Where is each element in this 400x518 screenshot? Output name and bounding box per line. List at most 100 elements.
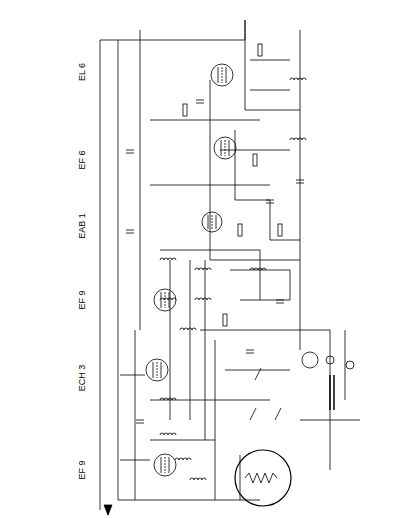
valve-envelope xyxy=(146,359,168,381)
wire xyxy=(250,90,290,91)
coil-symbol xyxy=(180,328,196,330)
resistor-symbol xyxy=(253,154,257,166)
wire xyxy=(245,20,300,110)
wire xyxy=(210,80,300,260)
wire xyxy=(120,375,145,376)
valve-electrode xyxy=(165,292,166,308)
dial-lamp xyxy=(346,361,354,369)
wire xyxy=(140,30,141,330)
resistor-symbol xyxy=(223,314,227,326)
wire xyxy=(100,20,245,40)
valve-electrode xyxy=(169,292,170,308)
wire xyxy=(190,260,191,420)
dial-lamp xyxy=(326,356,334,364)
valve-type-label: EF 9 xyxy=(77,289,87,310)
transformer-core xyxy=(329,375,331,410)
capacitor-plate xyxy=(246,350,254,351)
wire xyxy=(250,60,290,61)
coil-symbol xyxy=(195,298,211,300)
coil-symbol xyxy=(190,478,206,480)
capacitor-plate xyxy=(296,180,304,181)
wire xyxy=(230,270,290,300)
capacitor-plate xyxy=(126,153,134,154)
coil-symbol xyxy=(160,398,176,400)
valve-electrode xyxy=(218,67,219,83)
transformer-core xyxy=(333,375,335,410)
valve-envelope xyxy=(154,454,176,476)
wire xyxy=(150,440,215,441)
switch-blade xyxy=(255,368,261,380)
wire xyxy=(170,260,171,420)
valve-electrode xyxy=(212,215,213,229)
speaker-coil xyxy=(245,473,277,483)
wire xyxy=(345,330,346,400)
capacitor-plate xyxy=(266,203,274,204)
valve-type-label: EF 6 xyxy=(77,149,87,170)
wire xyxy=(205,260,206,440)
coil-symbol xyxy=(250,268,266,270)
valve-electrode xyxy=(161,362,162,378)
valve-type-label: ECH 3 xyxy=(77,364,87,393)
coil-symbol xyxy=(290,78,306,80)
capacitor-plate xyxy=(276,300,284,301)
capacitor-plate xyxy=(126,233,134,234)
valve-electrode xyxy=(161,457,162,473)
capacitor-plate xyxy=(196,103,204,104)
speaker-symbol xyxy=(235,450,291,506)
valve-electrode xyxy=(161,292,162,308)
capacitor-plate xyxy=(126,150,134,151)
resistor-symbol xyxy=(258,44,262,56)
valve-electrode xyxy=(225,140,226,156)
valve-electrode xyxy=(226,67,227,83)
valve-envelope xyxy=(214,137,236,159)
capacitor-plate xyxy=(136,423,144,424)
wire xyxy=(150,120,260,121)
coil-symbol xyxy=(290,138,306,140)
wire xyxy=(220,150,290,151)
valve-electrode xyxy=(208,215,209,229)
wiring xyxy=(100,20,360,515)
coil-symbol xyxy=(195,268,211,270)
wire xyxy=(215,340,216,500)
resistor-symbol xyxy=(278,224,282,236)
wire xyxy=(225,370,290,371)
coil-symbol xyxy=(160,258,176,260)
wire xyxy=(160,250,260,300)
coil-symbol xyxy=(175,458,191,460)
switch-blade xyxy=(250,408,256,420)
wire xyxy=(150,185,270,186)
wire xyxy=(118,500,260,501)
valve-type-label: EAB 1 xyxy=(77,212,87,240)
wire xyxy=(300,30,301,260)
valve-electrode xyxy=(216,215,217,229)
valve-electrode xyxy=(222,67,223,83)
valve-electrode xyxy=(157,362,158,378)
switch-blade xyxy=(275,408,281,420)
capacitor-plate xyxy=(266,200,274,201)
capacitor-plate xyxy=(276,303,284,304)
resistor-symbol xyxy=(238,224,242,236)
valve-electrode xyxy=(169,457,170,473)
capacitor-plate xyxy=(296,183,304,184)
wire xyxy=(300,420,360,421)
resistor-symbol xyxy=(183,104,187,116)
valve-electrode xyxy=(221,140,222,156)
valve-envelope xyxy=(202,212,222,232)
capacitor-plate xyxy=(196,100,204,101)
wire xyxy=(270,200,300,240)
wire xyxy=(100,40,101,510)
valve-electrode xyxy=(165,457,166,473)
rectifier-valve xyxy=(302,352,318,368)
wire xyxy=(330,330,331,470)
capacitor-plate xyxy=(136,420,144,421)
capacitor-plate xyxy=(246,353,254,354)
wire xyxy=(235,130,270,200)
wire xyxy=(135,330,136,500)
wire xyxy=(200,330,330,331)
valve-type-label: EF 9 xyxy=(77,459,87,480)
coil-symbol xyxy=(160,433,176,435)
valve-envelope xyxy=(154,289,176,311)
coil-symbol xyxy=(160,298,176,300)
valve-electrode xyxy=(229,140,230,156)
